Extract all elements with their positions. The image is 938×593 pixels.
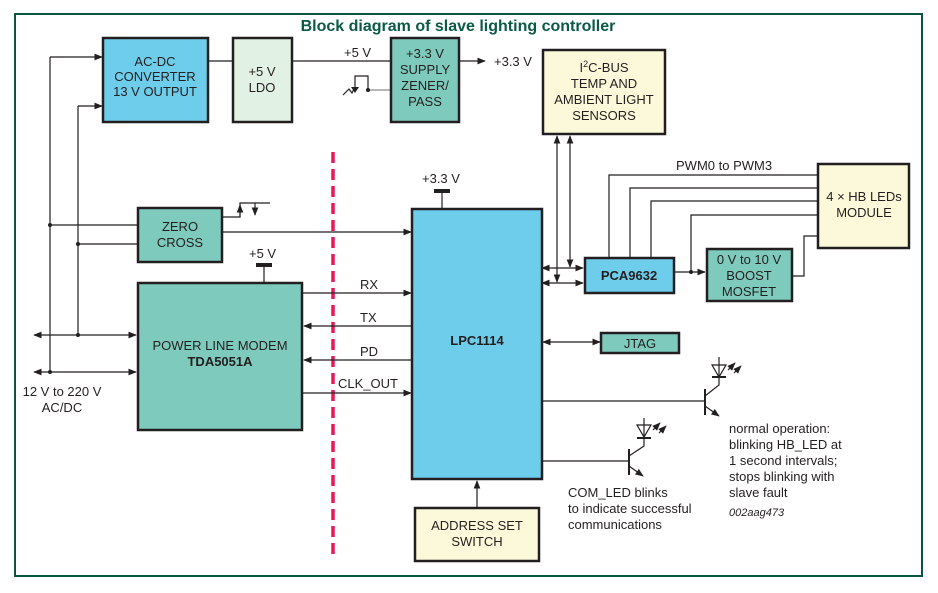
svg-text:LDO: LDO xyxy=(249,80,276,95)
svg-text:ZERO: ZERO xyxy=(162,219,198,234)
svg-text:POWER LINE MODEM: POWER LINE MODEM xyxy=(152,338,287,353)
junction-dot xyxy=(76,333,80,337)
svg-text:PCA9632: PCA9632 xyxy=(601,268,657,283)
supply-output-label: +3.3 V xyxy=(494,54,532,69)
com-led-note-line: to indicate successful xyxy=(568,501,692,516)
svg-text:CONVERTER: CONVERTER xyxy=(114,69,195,84)
svg-text:PASS: PASS xyxy=(408,94,442,109)
diagram-frame xyxy=(14,13,923,577)
clk-out-label: CLK_OUT xyxy=(338,376,398,391)
supply-block[interactable]: +3.3 V SUPPLY ZENER/ PASS xyxy=(389,36,461,124)
hb-led-transistor-icon xyxy=(704,377,720,417)
sensor-i-label: I xyxy=(579,60,583,75)
ldo-output-label: +5 V xyxy=(344,45,371,60)
com-led-note-line: communications xyxy=(568,517,662,532)
com-led-transistor-icon xyxy=(628,438,645,477)
svg-text:BOOST: BOOST xyxy=(726,268,772,283)
modem-supply-label: +5 V xyxy=(249,246,276,261)
tx-label: TX xyxy=(360,310,377,325)
hb-led-note-line: 1 second intervals; xyxy=(729,453,837,468)
svg-text:MODULE: MODULE xyxy=(836,205,892,220)
svg-text:SENSORS: SENSORS xyxy=(572,108,636,123)
sensor-2-superscript: 2 xyxy=(583,59,588,69)
boost-to-module-wire xyxy=(792,235,818,277)
pwm1-wire xyxy=(629,187,818,257)
sensor-bus-label: C-BUS xyxy=(588,60,629,75)
acdc-converter-block[interactable]: AC-DC CONVERTER 13 V OUTPUT xyxy=(101,36,210,124)
svg-text:I2C-BUS: I2C-BUS xyxy=(579,59,628,75)
svg-text:TEMP AND: TEMP AND xyxy=(571,76,637,91)
figure-id: 002aag473 xyxy=(729,507,785,519)
diagram-title: Block diagram of slave lighting controll… xyxy=(301,18,616,35)
pd-label: PD xyxy=(360,344,378,359)
pwm-label: PWM0 to PWM3 xyxy=(676,158,772,173)
svg-text:SWITCH: SWITCH xyxy=(451,534,502,549)
zerocross-signal-symbol xyxy=(222,202,270,218)
lpc1114-mcu-block[interactable]: LPC1114 xyxy=(410,207,544,481)
svg-text:MOSFET: MOSFET xyxy=(722,284,776,299)
svg-text:AC-DC: AC-DC xyxy=(134,54,175,69)
pwm0-wire xyxy=(608,174,818,257)
com-led-note-line: COM_LED blinks xyxy=(568,485,668,500)
i2c-sensors-block[interactable]: I2C-BUS TEMP AND AMBIENT LIGHT SENSORS xyxy=(541,48,667,136)
junction-dot xyxy=(366,88,370,92)
svg-text:ADDRESS SET: ADDRESS SET xyxy=(431,518,523,533)
pwm2-wire xyxy=(650,200,818,257)
svg-text:13 V OUTPUT: 13 V OUTPUT xyxy=(113,84,197,99)
address-set-switch-block[interactable]: ADDRESS SET SWITCH xyxy=(413,506,541,563)
hb-led-icon xyxy=(710,357,742,379)
junction-dot xyxy=(689,270,693,274)
mcu-supply-terminal xyxy=(434,189,450,193)
svg-text:ZENER/: ZENER/ xyxy=(401,78,449,93)
modem-supply-terminal xyxy=(256,263,272,267)
hb-led-note-line: normal operation: xyxy=(729,421,830,436)
svg-text:LPC1114: LPC1114 xyxy=(450,333,504,348)
boost-mosfet-block[interactable]: 0 V to 10 V BOOST MOSFET xyxy=(705,247,794,303)
svg-text:+5 V: +5 V xyxy=(248,64,275,79)
zero-cross-block[interactable]: ZERO CROSS xyxy=(136,206,224,264)
zener-arrow xyxy=(351,87,359,93)
svg-text:0 V to 10 V: 0 V to 10 V xyxy=(717,252,782,267)
svg-text:SUPPLY: SUPPLY xyxy=(400,62,451,77)
junction-dot xyxy=(48,223,52,227)
ldo-block[interactable]: +5 V LDO xyxy=(231,36,294,124)
svg-text:AMBIENT LIGHT: AMBIENT LIGHT xyxy=(554,92,654,107)
power-line-modem-block[interactable]: POWER LINE MODEM TDA5051A xyxy=(136,281,304,432)
com-led-icon xyxy=(635,418,667,439)
svg-text:JTAG: JTAG xyxy=(624,336,656,351)
svg-text:4 × HB LEDs: 4 × HB LEDs xyxy=(826,189,902,204)
junction-dot xyxy=(48,370,52,374)
input-voltage-type-label: AC/DC xyxy=(42,400,82,415)
jtag-block[interactable]: JTAG xyxy=(599,331,681,355)
mcu-supply-label: +3.3 V xyxy=(422,171,460,186)
svg-text:TDA5051A: TDA5051A xyxy=(187,354,253,369)
input-voltage-label: 12 V to 220 V xyxy=(23,384,102,399)
pca9632-block[interactable]: PCA9632 xyxy=(583,256,676,295)
hb-led-note-line: blinking HB_LED at xyxy=(729,437,842,452)
rx-label: RX xyxy=(360,277,378,292)
pwm3-wire xyxy=(690,214,818,272)
junction-dot xyxy=(76,242,80,246)
hb-led-note-line: slave fault xyxy=(729,485,788,500)
svg-text:+3.3 V: +3.3 V xyxy=(406,46,444,61)
hb-leds-module-block[interactable]: 4 × HB LEDs MODULE xyxy=(816,162,911,250)
svg-text:CROSS: CROSS xyxy=(157,235,204,250)
hb-led-note-line: stops blinking with xyxy=(729,469,835,484)
